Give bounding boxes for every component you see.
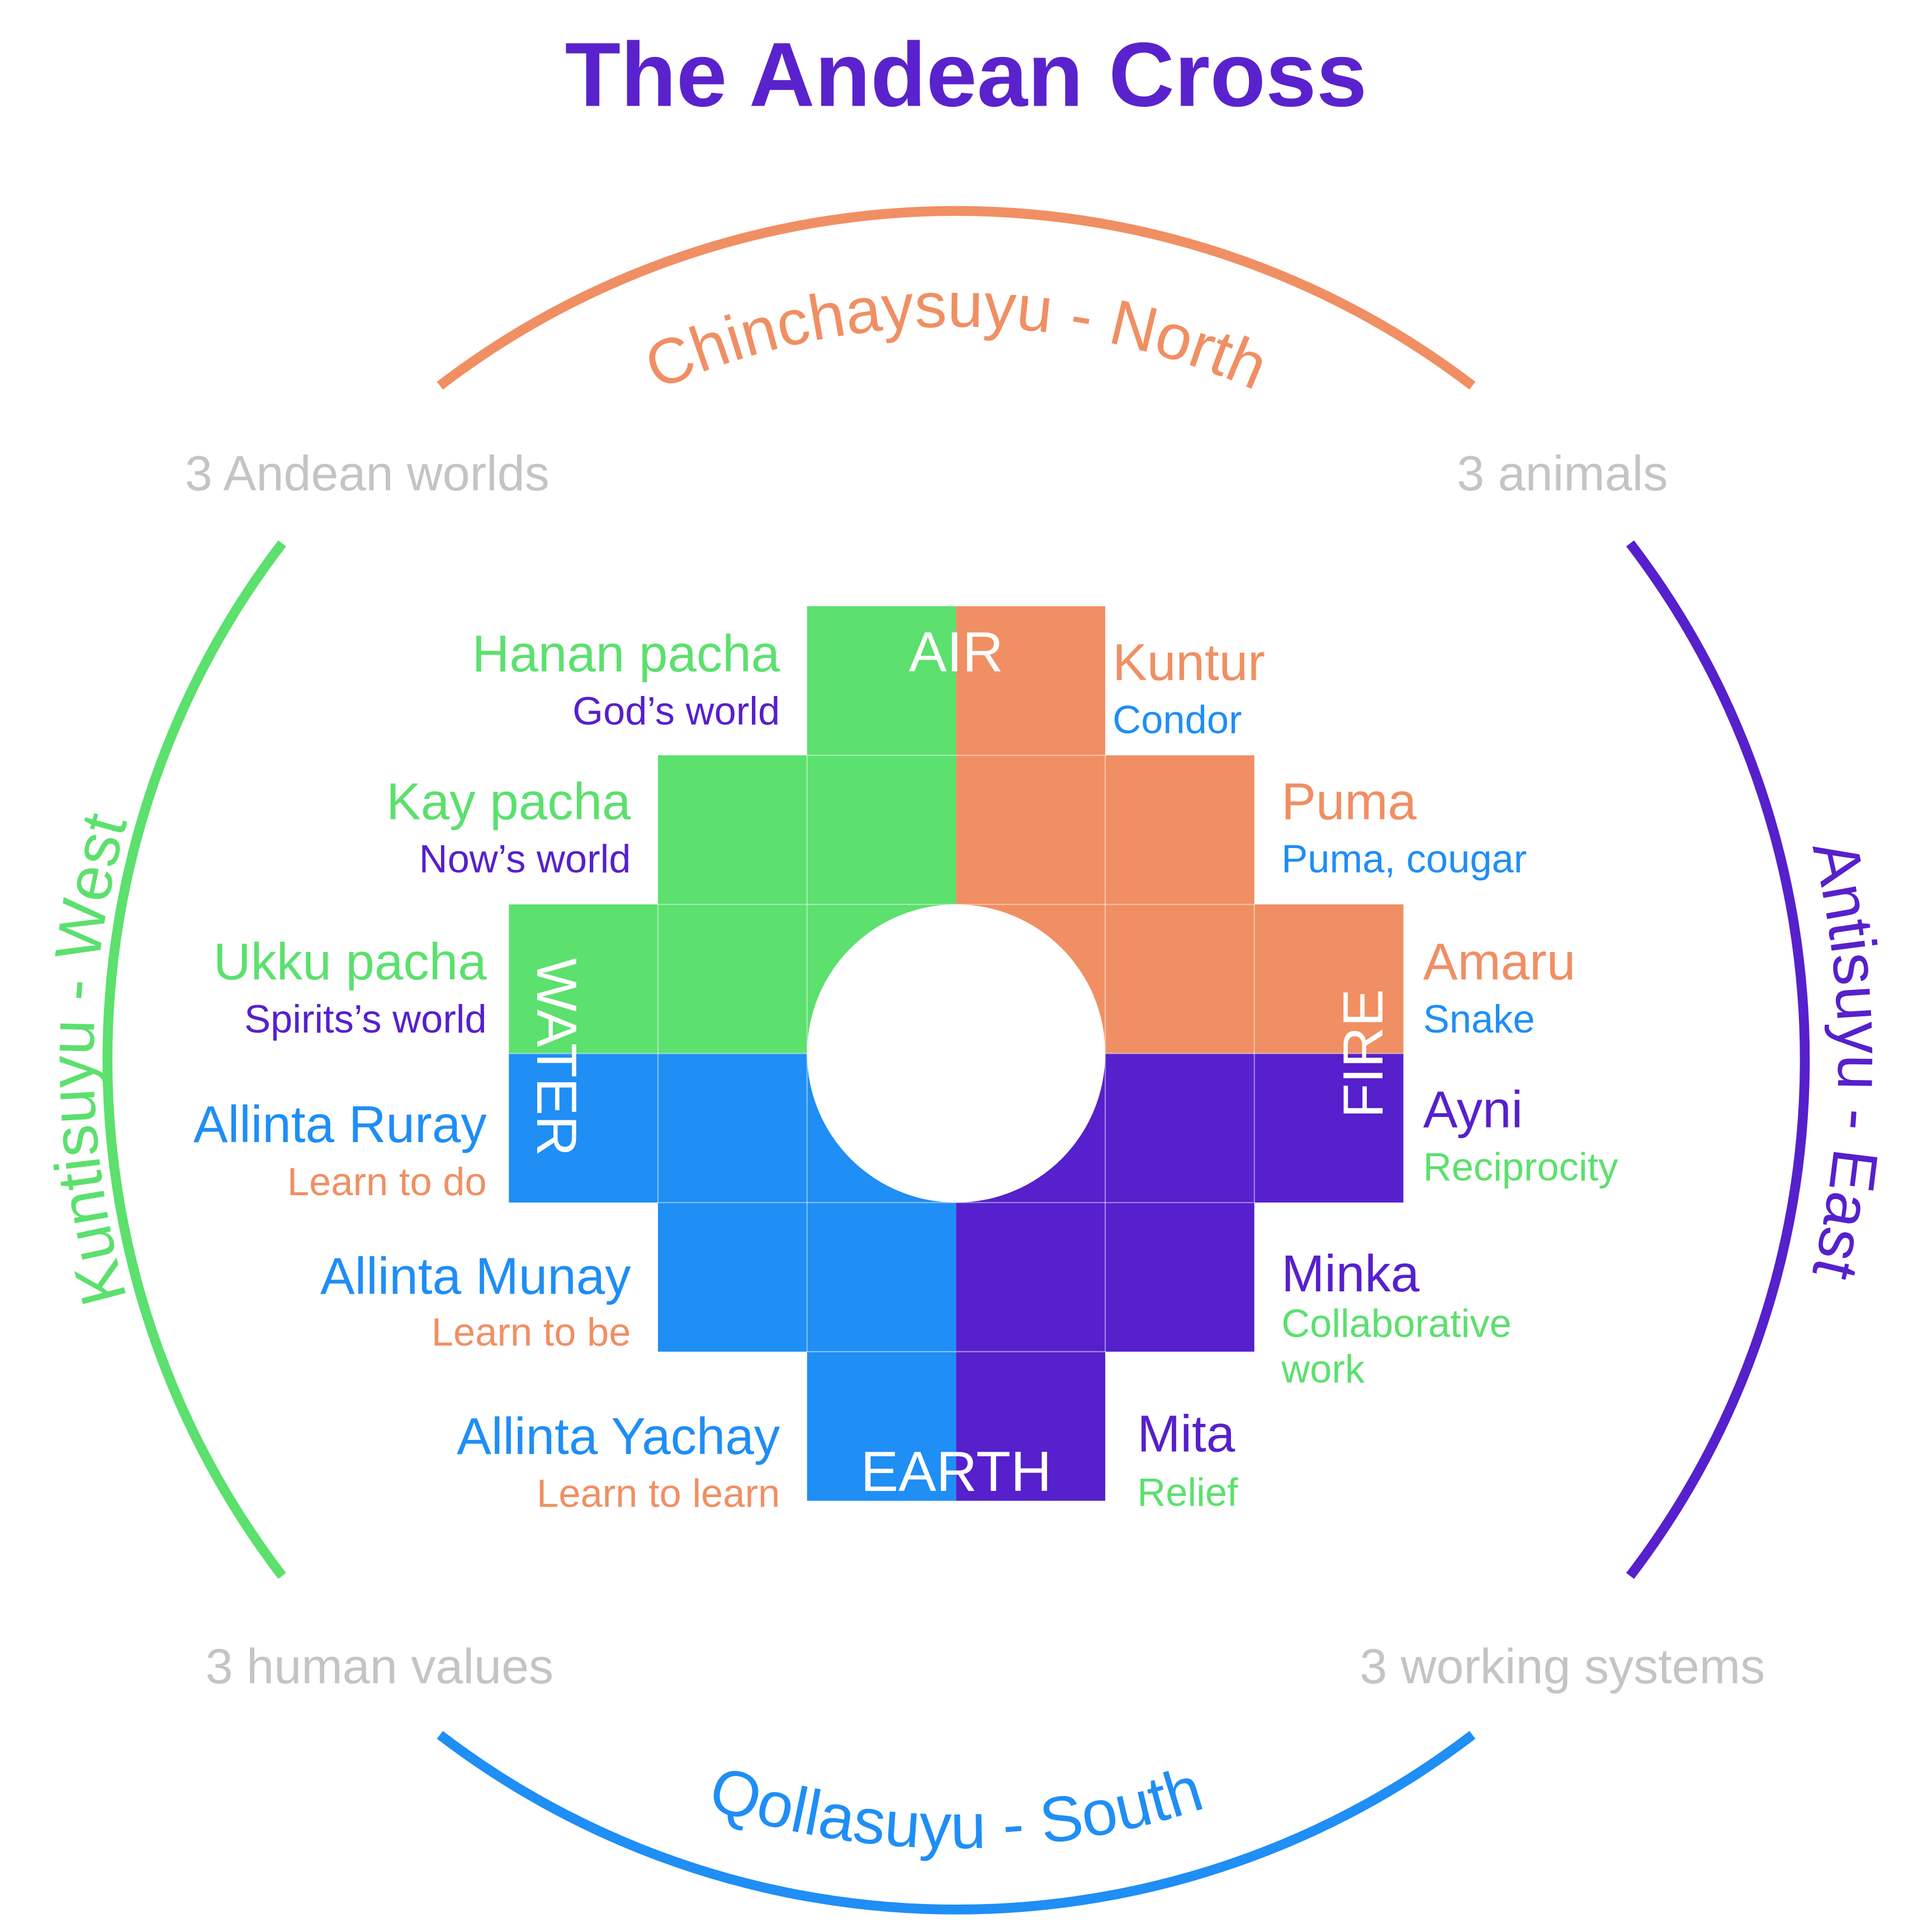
chakana-cross (509, 606, 1404, 1501)
animal-name: Amaru (1423, 932, 1576, 991)
value-name: Allinta Munay (320, 1247, 631, 1305)
group-values-label: 3 human values (206, 1639, 553, 1694)
center-circle (807, 904, 1106, 1203)
east-label: Antisuyu - East (1798, 834, 1896, 1286)
group-systems-label: 3 working systems (1360, 1639, 1765, 1694)
animal-name: Puma (1281, 773, 1417, 831)
west-arc (102, 540, 286, 1579)
element-earth: EARTH (860, 1440, 1052, 1503)
world-name: Ukku pacha (214, 932, 487, 991)
system-name: Ayni (1423, 1081, 1523, 1139)
world-name: Hanan pacha (472, 624, 780, 683)
west-label: Kuntisuyu - West (36, 806, 140, 1313)
system-meaning: work (1281, 1347, 1365, 1391)
system-name: Minka (1281, 1244, 1419, 1303)
element-water: WATER (525, 958, 588, 1157)
system-name: Mita (1137, 1404, 1235, 1462)
world-name: Kay pacha (386, 773, 631, 831)
value-meaning: Learn to be (432, 1310, 631, 1354)
world-meaning: Now’s world (419, 836, 631, 880)
value-name: Allinta Yachay (457, 1407, 780, 1465)
south-arc (437, 1731, 1476, 1915)
value-meaning: Learn to learn (537, 1471, 780, 1516)
system-meaning: Relief (1137, 1470, 1238, 1514)
animal-name: Kuntur (1112, 633, 1265, 692)
animal-meaning: Puma, cougar (1281, 836, 1527, 880)
element-air: AIR (909, 621, 1003, 684)
north-label: Chinchaysuyu - North (635, 269, 1277, 403)
page-title: The Andean Cross (565, 23, 1367, 126)
animal-meaning: Condor (1112, 697, 1242, 741)
south-label: Qollasuyu - South (702, 1753, 1210, 1862)
world-meaning: God’s world (572, 689, 780, 733)
world-meaning: Spirits’s world (244, 997, 487, 1041)
group-worlds-label: 3 Andean worlds (185, 446, 550, 501)
value-name: Allinta Ruray (193, 1095, 487, 1153)
system-meaning: Reciprocity (1423, 1145, 1618, 1189)
animal-meaning: Snake (1423, 997, 1535, 1041)
north-arc (437, 206, 1476, 390)
value-meaning: Learn to do (287, 1159, 487, 1204)
group-animals-label: 3 animals (1457, 446, 1668, 501)
element-fire: FIRE (1332, 989, 1395, 1118)
east-arc (1626, 540, 1810, 1579)
system-meaning: Collaborative (1281, 1301, 1512, 1345)
